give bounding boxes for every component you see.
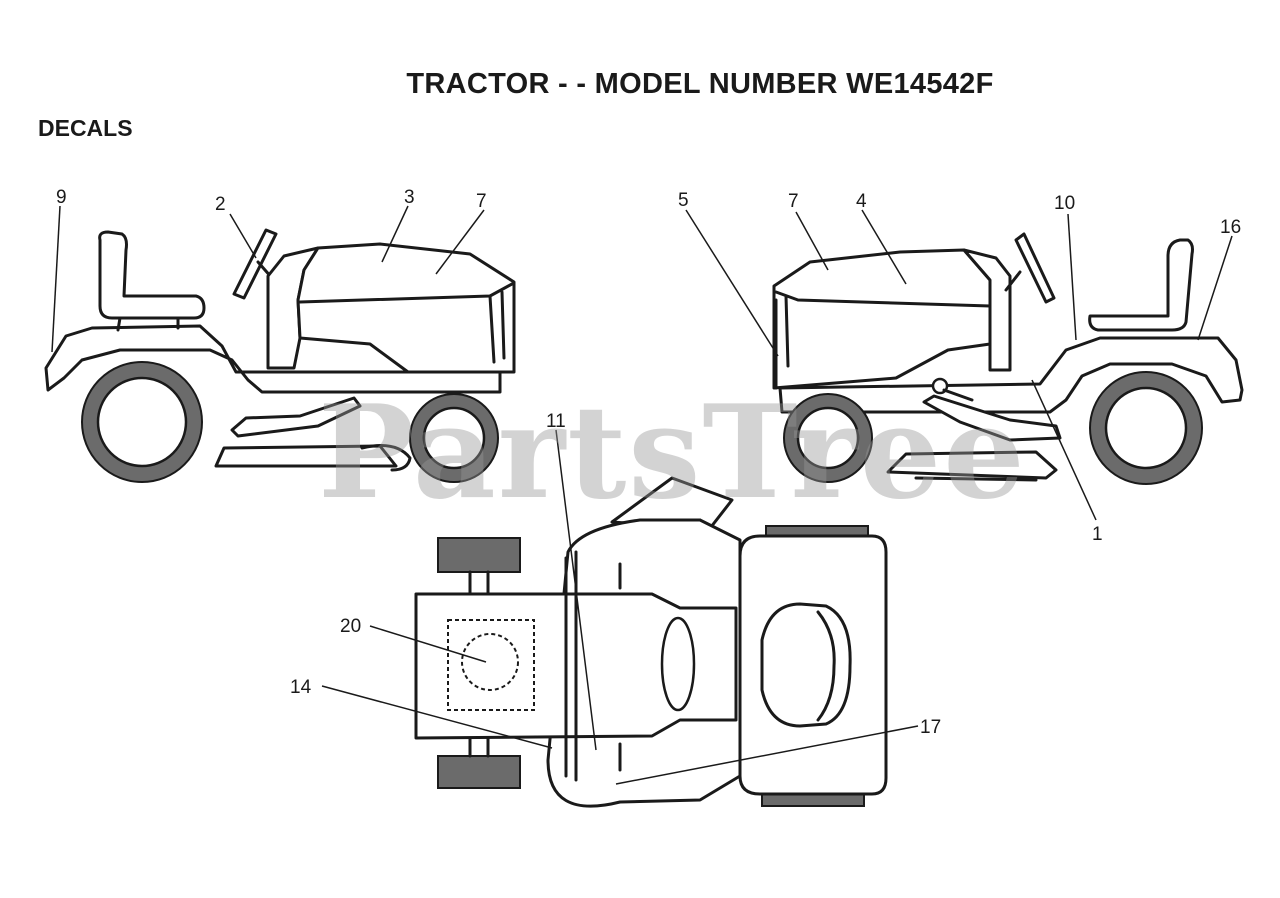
right-mower-deck bbox=[886, 450, 1058, 480]
left-steering-wheel bbox=[232, 228, 278, 300]
callout-numbers: 9 2 3 7 5 7 4 10 16 1 11 20 14 17 bbox=[56, 187, 1241, 738]
callout-3: 3 bbox=[404, 187, 415, 208]
callout-1: 1 bbox=[1092, 524, 1103, 545]
left-mower-deck bbox=[214, 444, 398, 468]
right-footrest bbox=[922, 394, 1062, 442]
section-title: DECALS bbox=[38, 115, 133, 141]
left-side-tractor bbox=[44, 228, 516, 483]
callout-17: 17 bbox=[920, 717, 941, 738]
callout-5: 5 bbox=[678, 190, 689, 211]
top-front-right-tire bbox=[437, 755, 521, 789]
left-rear-fender bbox=[44, 324, 502, 394]
callout-11: 11 bbox=[546, 411, 566, 432]
callout-7-left: 7 bbox=[476, 191, 487, 212]
left-footrest bbox=[230, 396, 362, 438]
leader-lines bbox=[51, 205, 1233, 785]
top-front-left-tire bbox=[437, 537, 521, 573]
top-seat bbox=[760, 602, 852, 728]
right-dash bbox=[962, 248, 1012, 372]
left-hood bbox=[296, 242, 516, 374]
callout-20: 20 bbox=[340, 616, 361, 637]
right-steering-wheel bbox=[1014, 232, 1056, 304]
right-hood bbox=[772, 248, 992, 390]
callout-16: 16 bbox=[1220, 217, 1241, 238]
callout-4: 4 bbox=[856, 191, 867, 212]
callout-7-right: 7 bbox=[788, 191, 799, 212]
callout-10: 10 bbox=[1054, 193, 1075, 214]
top-view-tractor bbox=[414, 476, 888, 808]
page-title: TRACTOR - - MODEL NUMBER WE14542F bbox=[406, 68, 994, 100]
right-seat bbox=[1088, 238, 1194, 332]
right-side-tractor bbox=[772, 232, 1244, 485]
right-rear-fender bbox=[778, 336, 1244, 414]
callout-9: 9 bbox=[56, 187, 67, 208]
callout-14: 14 bbox=[290, 677, 312, 698]
callout-2: 2 bbox=[215, 194, 226, 215]
left-seat bbox=[98, 230, 206, 320]
